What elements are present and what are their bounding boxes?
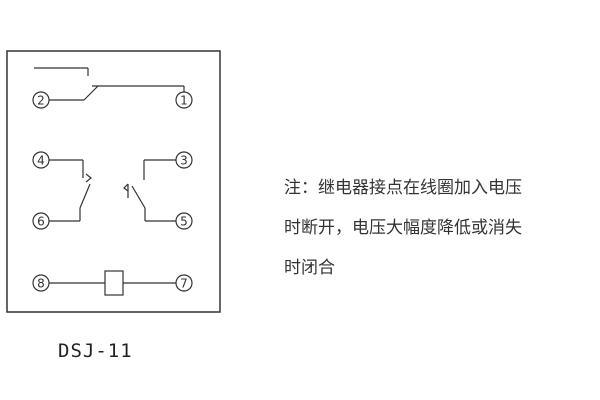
pin-5: 5 xyxy=(175,212,193,230)
contact-3-5 xyxy=(123,159,176,222)
contact-4-6 xyxy=(49,159,92,222)
pin-1: 1 xyxy=(175,91,193,109)
pin-5-label: 5 xyxy=(180,215,188,229)
pin-4-label: 4 xyxy=(37,154,45,168)
pin-8-label: 8 xyxy=(37,277,45,291)
pin-7-label: 7 xyxy=(180,277,188,291)
pin-6: 6 xyxy=(32,212,50,230)
model-label: DSJ-11 xyxy=(58,340,133,362)
pin-6-label: 6 xyxy=(37,215,45,229)
note-text: 注：继电器接点在线圈加入电压 时断开，电压大幅度降低或消失 时闭合 xyxy=(284,168,594,288)
relay-coil xyxy=(49,270,176,296)
note-line: 时闭合 xyxy=(284,258,335,278)
pin-2-label: 2 xyxy=(37,94,45,108)
pin-7: 7 xyxy=(175,274,193,292)
note-line: 注：继电器接点在线圈加入电压 xyxy=(284,178,522,198)
pin-3: 3 xyxy=(175,151,193,169)
pin-2: 2 xyxy=(32,91,50,109)
pin-4: 4 xyxy=(32,151,50,169)
pin-8: 8 xyxy=(32,274,50,292)
pin-3-label: 3 xyxy=(180,154,188,168)
diagram-frame xyxy=(6,50,221,313)
pin-1-label: 1 xyxy=(180,94,188,108)
contact-2-1 xyxy=(34,67,185,101)
note-line: 时断开，电压大幅度降低或消失 xyxy=(284,218,522,238)
